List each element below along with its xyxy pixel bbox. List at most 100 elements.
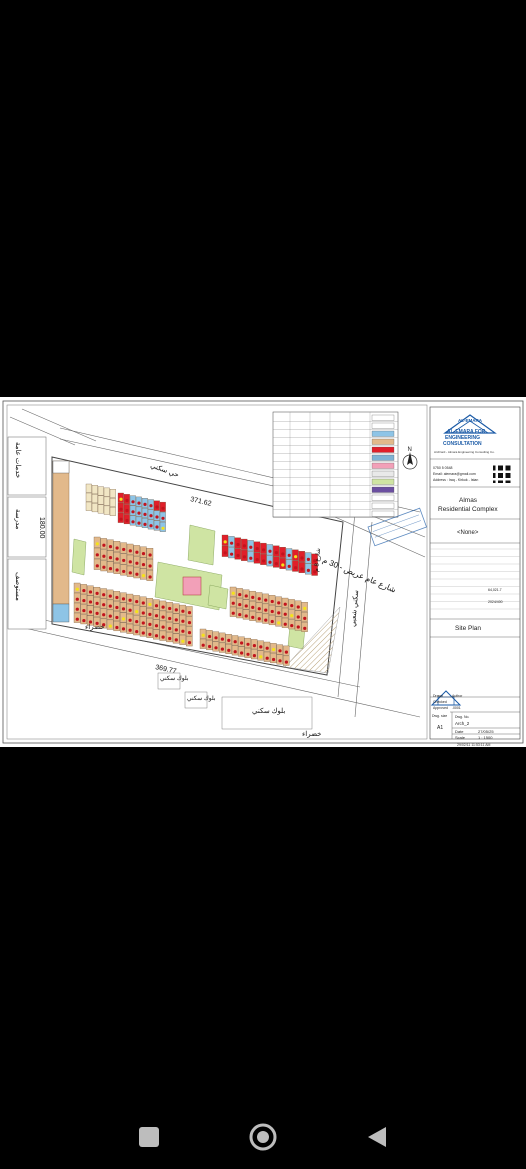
plot-marker — [257, 607, 261, 611]
plot-marker — [287, 564, 291, 568]
plot-marker — [233, 640, 237, 644]
plot-lot — [85, 483, 92, 493]
plot-lot — [97, 504, 104, 514]
plot-marker — [277, 621, 281, 625]
plot-marker — [270, 599, 274, 604]
plot-lot — [97, 495, 104, 505]
plot-marker — [102, 554, 106, 558]
plot-marker — [284, 660, 288, 664]
plot-marker — [88, 600, 93, 604]
plot-marker — [95, 601, 99, 605]
plot-marker — [121, 627, 126, 631]
back-button[interactable] — [362, 1122, 392, 1152]
plot-marker — [121, 617, 126, 621]
plot-marker — [303, 626, 307, 630]
plot-marker — [121, 607, 126, 611]
plot-marker — [161, 625, 165, 629]
plot-marker — [262, 548, 266, 552]
plot-marker — [82, 618, 86, 623]
plot-marker — [135, 561, 139, 565]
plot-lot — [85, 501, 92, 511]
plot-lot — [91, 494, 98, 504]
plot-marker — [115, 615, 119, 620]
sheet-title: Site Plan — [455, 625, 481, 632]
plot-marker — [141, 631, 145, 635]
back-triangle-icon — [368, 1127, 386, 1147]
plot-lot — [109, 498, 116, 507]
plot-marker — [187, 641, 192, 645]
legend-swatch — [371, 494, 395, 501]
plot-marker — [220, 647, 224, 651]
plot-marker — [174, 618, 178, 622]
plot-marker — [252, 644, 256, 648]
label-checked: Checked — [433, 700, 447, 704]
home-button[interactable] — [248, 1122, 278, 1152]
plot-marker — [227, 638, 231, 642]
plot-marker — [115, 595, 119, 600]
plot-marker — [283, 622, 287, 626]
plot-marker — [300, 567, 304, 571]
block-residential-label-2: بلوك سكني — [160, 675, 189, 682]
plot-marker — [227, 648, 231, 652]
plot-marker — [128, 608, 132, 612]
plot-marker — [313, 570, 317, 574]
plot-marker — [240, 641, 244, 645]
plot-marker — [128, 571, 132, 575]
firm-logo-icon — [443, 414, 497, 434]
plot-marker — [131, 510, 135, 514]
plot-marker — [257, 597, 261, 601]
plot-marker — [240, 651, 244, 655]
plot-marker — [252, 654, 256, 658]
plot-marker — [272, 647, 276, 652]
plot-marker — [122, 558, 126, 563]
plot-marker — [125, 518, 129, 523]
plot-marker — [242, 555, 246, 559]
plot-marker — [154, 634, 159, 638]
recents-button[interactable] — [134, 1122, 164, 1152]
plot-marker — [265, 656, 269, 660]
plot-lot — [103, 505, 110, 515]
plot-marker — [141, 574, 146, 578]
plot-marker — [214, 646, 218, 650]
plot-marker — [242, 544, 246, 548]
plot-marker — [181, 619, 185, 623]
plot-marker — [274, 551, 278, 555]
plot-marker — [137, 521, 141, 525]
plot-marker — [168, 606, 172, 611]
value-drawn: Author — [452, 694, 463, 698]
plot-marker — [208, 644, 212, 649]
plot-marker — [255, 557, 259, 562]
plot-marker — [115, 568, 119, 572]
plot-marker — [230, 541, 234, 545]
left-services-label: خدمات عامة — [14, 442, 22, 478]
label-dwg-no: Dwg. No. — [455, 715, 469, 719]
value-dwg-size: A1 — [437, 725, 443, 731]
plot-marker — [246, 642, 250, 646]
plot-marker — [233, 650, 237, 654]
plot-marker — [128, 598, 132, 602]
plot-marker — [125, 498, 129, 503]
legend-swatch — [371, 430, 395, 437]
plot-marker — [277, 601, 281, 605]
plot-marker — [115, 546, 119, 550]
plot-marker — [230, 552, 234, 556]
plot-marker — [88, 620, 93, 624]
plot-marker — [148, 602, 152, 606]
plot-marker — [141, 552, 146, 556]
project-title-2: Residential Complex — [438, 506, 498, 513]
plot-marker — [214, 636, 218, 640]
plot-marker — [161, 615, 165, 619]
plot-marker — [161, 516, 165, 520]
timestamp: 29/02/11 11:53:11 AM — [457, 743, 491, 747]
contact-address: Address : Iraq - Kirkuk - Istan — [433, 478, 478, 482]
qr-code-icon — [493, 465, 511, 483]
legend-table — [272, 411, 399, 518]
dimension-left: 180.00 — [38, 517, 45, 539]
plot-marker — [102, 593, 106, 597]
plot-marker — [137, 511, 141, 515]
plot-lot — [103, 487, 110, 497]
plot-marker — [244, 604, 248, 608]
plot-marker — [296, 605, 300, 609]
plot-marker — [272, 657, 276, 662]
plot-marker — [181, 639, 185, 643]
